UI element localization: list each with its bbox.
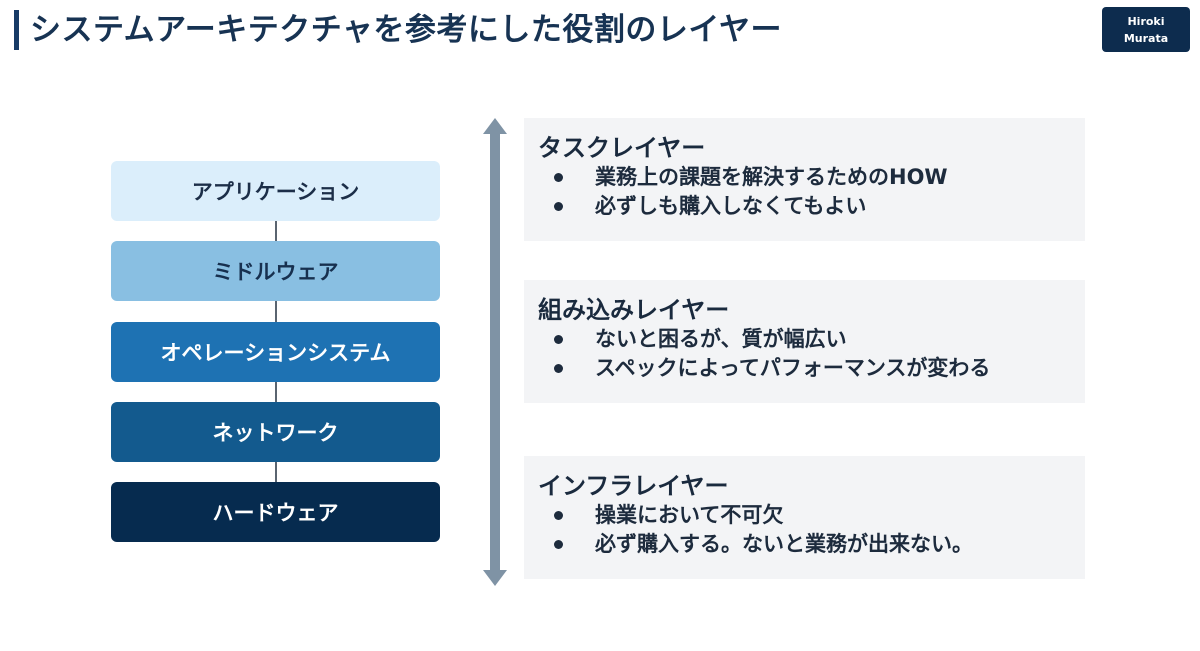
panel-embedded-layer: 組み込みレイヤー ないと困るが、質が幅広い スペックによってパフォーマンスが変わ… <box>524 280 1085 403</box>
bullet-item: スペックによってパフォーマンスが変わる <box>554 354 990 382</box>
stack-connector <box>275 221 277 241</box>
bullet-text: 操業において不可欠 <box>595 503 784 527</box>
layer-application: アプリケーション <box>111 161 440 221</box>
panel-task-layer: タスクレイヤー 業務上の課題を解決するためのHOW 必ずしも購入しなくてもよい <box>524 118 1085 241</box>
bullet-dot-icon <box>554 201 563 211</box>
layer-operating-system: オペレーションシステム <box>111 322 440 382</box>
bullet-text: スペックによってパフォーマンスが変わる <box>595 356 991 380</box>
bullet-dot-icon <box>554 363 563 373</box>
bullet-dot-icon <box>554 172 563 182</box>
author-first-name: Hiroki <box>1127 14 1165 28</box>
author-last-name: Murata <box>1123 31 1169 45</box>
bullet-text: 必ず購入する。ないと業務が出来ない。 <box>595 532 973 556</box>
bullet-text: 必ずしも購入しなくてもよい <box>595 194 867 218</box>
panel-infra-layer: インフラレイヤー 操業において不可欠 必ず購入する。ないと業務が出来ない。 <box>524 456 1085 579</box>
bullet-item: 必ずしも購入しなくてもよい <box>554 192 866 220</box>
bullet-text: ないと困るが、質が幅広い <box>595 327 847 351</box>
bullet-text: 業務上の課題を解決するためのHOW <box>595 165 948 189</box>
stack-connector <box>275 462 277 482</box>
layer-middleware: ミドルウェア <box>111 241 440 301</box>
bullet-item: 業務上の課題を解決するためのHOW <box>554 163 948 191</box>
panel-title: 組み込みレイヤー <box>538 296 730 324</box>
layer-hardware: ハードウェア <box>111 482 440 542</box>
panel-title: インフラレイヤー <box>538 472 729 500</box>
slide-title: システムアーキテクチャを参考にした役割のレイヤー <box>30 12 782 48</box>
bullet-dot-icon <box>554 334 563 344</box>
author-badge: Hiroki Murata <box>1102 7 1190 52</box>
bullet-item: ないと困るが、質が幅広い <box>554 325 847 353</box>
bullet-dot-icon <box>554 539 563 549</box>
stack-connector <box>275 301 277 322</box>
layer-network: ネットワーク <box>111 402 440 462</box>
bullet-item: 操業において不可欠 <box>554 501 783 529</box>
title-accent-bar <box>14 10 19 50</box>
bullet-dot-icon <box>554 510 563 520</box>
panel-title: タスクレイヤー <box>538 134 706 162</box>
bullet-item: 必ず購入する。ないと業務が出来ない。 <box>554 530 973 558</box>
stack-connector <box>275 382 277 402</box>
double-headed-arrow-icon <box>483 118 507 586</box>
